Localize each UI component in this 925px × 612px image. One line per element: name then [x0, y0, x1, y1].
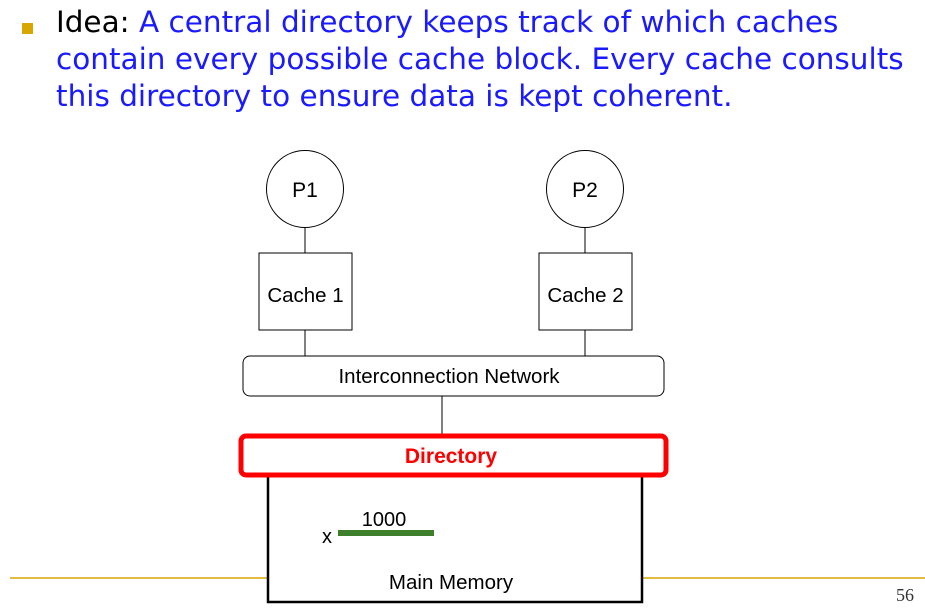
- slide-number: 56: [896, 585, 914, 605]
- cache-1: Cache 1: [258, 252, 353, 331]
- processor-label: P2: [572, 179, 598, 202]
- processor-p2: P2: [546, 150, 624, 228]
- processor-label: P1: [292, 179, 318, 202]
- memory-entry-bar: [338, 530, 434, 536]
- bullet-text: Idea: A central directory keeps track of…: [56, 4, 925, 115]
- bullet-square-icon: [22, 23, 33, 34]
- cache-label: Cache 2: [547, 284, 623, 307]
- memory-label: Main Memory: [389, 571, 514, 594]
- main-memory: Main Memory x 1000: [266, 474, 644, 604]
- directory-label: Directory: [405, 445, 498, 468]
- bullet-body: A central directory keeps track of which…: [56, 5, 904, 113]
- cache-2: Cache 2: [538, 252, 633, 331]
- memory-entry-variable: x: [322, 526, 332, 548]
- bullet-lead: Idea:: [56, 5, 139, 39]
- network-label: Interconnection Network: [338, 365, 560, 388]
- directory: Directory: [238, 433, 669, 478]
- memory-entry-value: 1000: [362, 509, 407, 531]
- interconnection-network: Interconnection Network: [242, 355, 665, 397]
- cache-label: Cache 1: [267, 284, 343, 307]
- processor-p1: P1: [266, 150, 344, 228]
